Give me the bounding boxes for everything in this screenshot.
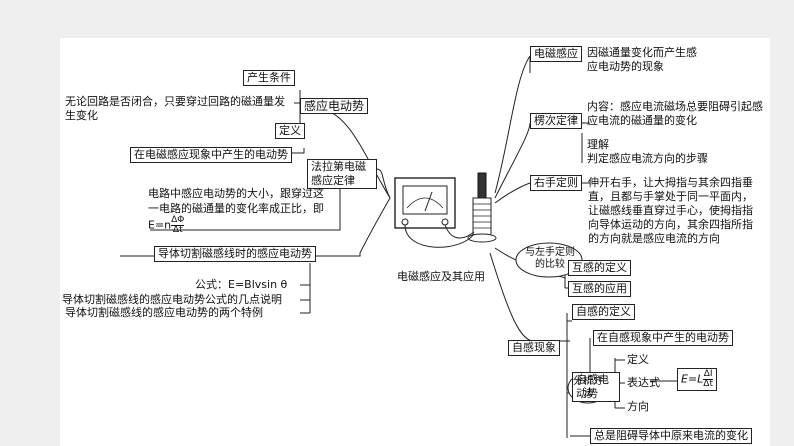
faraday-label: 法拉第电磁感应定律 [307,159,377,189]
condition-label: 产生条件 [243,70,295,86]
coil-magnet-icon [404,172,497,248]
condition-text: 无论回路是否闭合，只要穿过回路的磁通量发生变化 [65,95,285,122]
branch-expression: 表达式 [627,376,660,389]
right-hand-label: 右手定则 [530,175,582,191]
formula-text: 公式：E=Blvsin θ [195,278,288,291]
mutual-application: 互感的应用 [568,281,631,297]
em-induction-text: 因磁通量变化而产生感应电动势的现象 [587,46,697,73]
lenz-label: 楞次定律 [530,113,582,129]
right-hand-text: 伸开右手，让大拇指与其余四指垂直，且都与手掌处于同一平面内，让磁感线垂直穿过手心… [588,176,753,245]
self-emf-text: 在自感现象中产生的电动势 [593,330,733,346]
lenz-steps: 判定感应电流方向的步骤 [587,152,708,165]
em-induction-label: 电磁感应 [530,46,582,62]
self-summary: 总是阻碍导体中原来电流的变化 [590,428,752,444]
definition-label: 定义 [275,123,305,139]
branch-definition: 定义 [627,353,649,366]
center-title: 电磁感应及其应用 [397,270,485,283]
lenz-understand: 理解 [587,138,609,151]
mutual-definition: 互感的定义 [568,260,631,276]
self-emf-label: 自感电动势 [572,372,620,402]
note-2: 导体切割磁感线的感应电动势的两个特例 [65,306,263,319]
compare-left-text: 与左手定则的比较 [525,247,575,270]
branch-direction: 方向 [627,400,649,413]
expression-lhs: E=L [681,372,704,386]
expression-denominator: Δt [703,379,713,389]
cutting-label: 导体切割磁感线时的感应电动势 [154,246,316,262]
self-induction-label: 自感现象 [508,340,560,356]
self-definition: 自感的定义 [572,304,635,320]
faraday-numerator: ΔΦ [171,215,185,226]
definition-text: 在电磁感应现象中产生的电动势 [130,147,292,163]
galvanometer-icon [394,177,456,229]
expression-numerator: ΔI [703,369,713,380]
lenz-content: 内容：感应电流磁场总要阻碍引起感应电流的磁通量的变化 [587,100,763,127]
mind-map-canvas: 电磁感应及其应用 感应电动势 产生条件 无论回路是否闭合，只要穿过回路的磁通量发… [60,38,770,446]
faraday-denominator: Δt [172,225,183,235]
faraday-text-body: 电路中感应电动势的大小，跟穿过这一电路的磁通量的变化率成正比，即E=n [148,187,324,232]
note-1: 导体切割磁感线的感应电动势公式的几点说明 [62,293,282,306]
analysis-text: 分析方法 [573,376,603,399]
induced-emf-node: 感应电动势 [300,98,369,114]
